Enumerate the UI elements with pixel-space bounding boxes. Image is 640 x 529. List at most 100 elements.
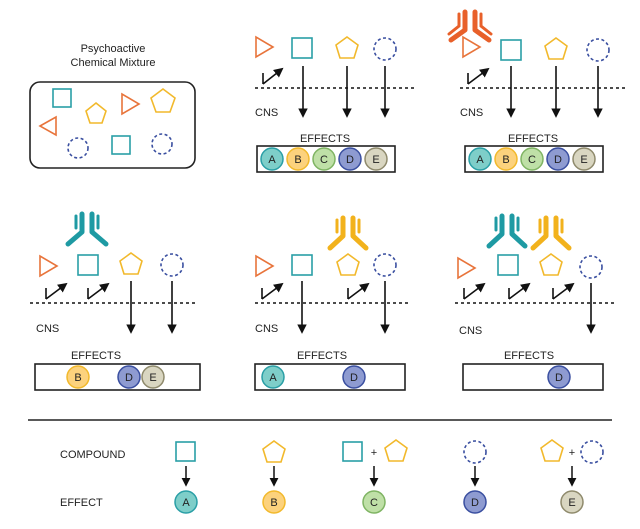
mixture-square-icon <box>52 88 72 108</box>
plus-sign: + <box>371 447 377 459</box>
legend-square-icon <box>342 441 363 462</box>
square-icon <box>497 254 519 276</box>
effects-label: EFFECTS <box>71 350 121 362</box>
legend-effect-letter: D <box>471 497 479 509</box>
effects-box <box>464 145 604 173</box>
effect-letter: D <box>125 372 133 384</box>
legend: COMPOUND EFFECT A B + C D + E <box>60 439 604 514</box>
legend-effect-c <box>362 490 386 514</box>
mixture-pentagon-icon <box>150 88 176 113</box>
effect-circle-a <box>468 147 492 171</box>
effect-letter: D <box>350 372 358 384</box>
panel-2: CNS EFFECTS A B C D E <box>447 9 625 173</box>
effect-letter: D <box>555 372 563 384</box>
circle-icon <box>373 37 397 61</box>
effect-letter: E <box>580 154 587 166</box>
effect-circle-d <box>546 147 570 171</box>
effect-circle-c <box>520 147 544 171</box>
effects-box <box>34 363 201 391</box>
yellow-antibody-icon <box>530 215 572 251</box>
triangle-icon <box>255 254 275 278</box>
mixture-square-icon <box>111 135 131 155</box>
triangle-icon <box>39 254 59 278</box>
effects-box <box>254 363 406 391</box>
circle-icon <box>586 38 610 62</box>
effect-circle-e <box>141 365 165 389</box>
effect-circle-d <box>117 365 141 389</box>
effect-letter: E <box>372 154 379 166</box>
blocked-arrow <box>261 284 282 300</box>
mixture-triangle-icon <box>38 115 57 137</box>
effect-letter: D <box>554 154 562 166</box>
effect-circle-a <box>260 147 284 171</box>
blocked-arrow <box>45 284 66 300</box>
blocked-arrow <box>262 69 282 85</box>
effect-letter: A <box>476 154 484 166</box>
circle-icon <box>373 253 397 277</box>
blocked-arrow <box>463 284 484 300</box>
panel-1: CNS EFFECTS A B C D E <box>255 35 415 173</box>
mixture-pentagon-icon <box>85 101 107 124</box>
effects-label: EFFECTS <box>297 350 347 362</box>
effect-letter: B <box>74 372 81 384</box>
teal-antibody-icon <box>486 213 528 249</box>
effect-circles: D <box>547 365 571 389</box>
cns-label: CNS <box>459 325 482 337</box>
effects-box <box>462 363 604 391</box>
circle-icon <box>160 253 184 277</box>
square-icon <box>500 39 522 61</box>
mixture-title-line2: Chemical Mixture <box>71 57 156 69</box>
legend-effect-e <box>560 490 584 514</box>
legend-effect-letter: B <box>270 497 277 509</box>
legend-pentagon-icon <box>540 439 564 462</box>
cns-label: CNS <box>36 323 59 335</box>
effect-circle-d <box>547 365 571 389</box>
effect-letter: A <box>268 154 276 166</box>
panel-4: CNS EFFECTS A D <box>254 215 410 391</box>
pentagon-icon <box>119 252 143 275</box>
circle-icon <box>579 255 603 279</box>
effect-circle-b <box>286 147 310 171</box>
compound-label: COMPOUND <box>60 449 125 461</box>
effect-circle-e <box>364 147 388 171</box>
square-icon <box>77 254 99 276</box>
legend-effect-d <box>463 490 487 514</box>
mixture-triangle-icon <box>121 92 141 116</box>
effect-circles: A B C D E <box>260 147 388 171</box>
blocked-arrow <box>347 284 368 300</box>
effects-label: EFFECTS <box>508 133 558 145</box>
effects-label: EFFECTS <box>300 133 350 145</box>
effect-letter: C <box>320 154 328 166</box>
effect-label: EFFECT <box>60 497 103 509</box>
panel-5: CNS EFFECTS D <box>455 213 615 391</box>
legend-effect-b <box>262 490 286 514</box>
blocked-arrow <box>508 284 529 300</box>
effect-letter: E <box>149 372 156 384</box>
effects-box <box>256 145 396 173</box>
cns-label: CNS <box>255 323 278 335</box>
effect-circles: A B C D E <box>468 147 596 171</box>
legend-effect-letter: E <box>568 497 575 509</box>
cns-label: CNS <box>460 107 483 119</box>
effect-letter: C <box>528 154 536 166</box>
triangle-icon <box>255 35 275 59</box>
effect-circles: A D <box>261 365 366 389</box>
legend-pentagon-icon <box>384 439 408 462</box>
effect-letter: B <box>502 154 509 166</box>
panel-3: CNS EFFECTS B D E <box>30 211 201 391</box>
effect-circle-d <box>338 147 362 171</box>
mixture-section: Psychoactive Chemical Mixture <box>29 43 196 169</box>
legend-effect-letter: C <box>370 497 378 509</box>
teal-antibody-icon <box>65 211 109 247</box>
effect-circle-b <box>494 147 518 171</box>
effect-circle-b <box>66 365 90 389</box>
mixture-box <box>29 81 196 169</box>
effects-label: EFFECTS <box>504 350 554 362</box>
effect-circles: B D E <box>66 365 165 389</box>
pentagon-icon <box>336 253 360 276</box>
legend-square-icon <box>175 441 196 462</box>
effect-letter: D <box>346 154 354 166</box>
pentagon-icon <box>539 253 563 276</box>
legend-effect-letter: A <box>182 497 190 509</box>
